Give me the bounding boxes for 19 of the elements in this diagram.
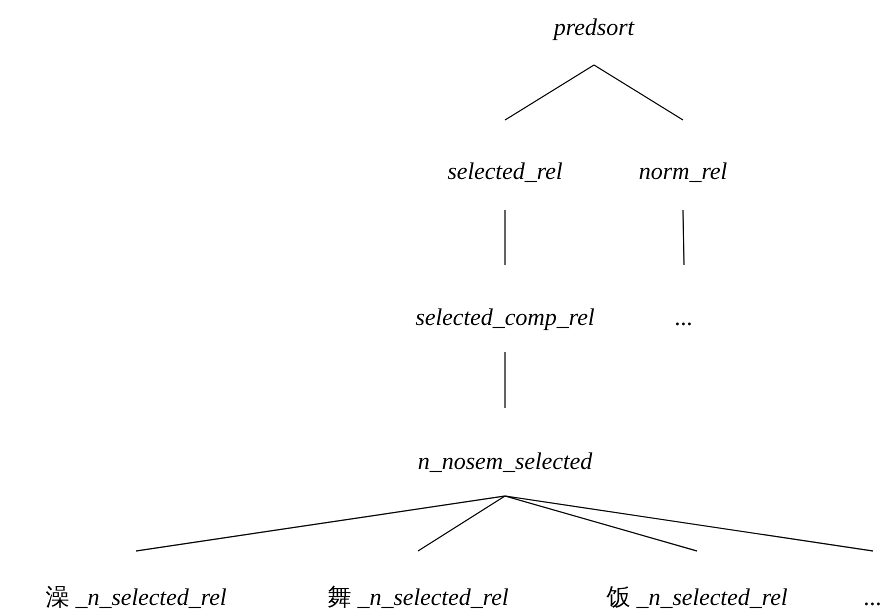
type-label: selected_rel xyxy=(447,120,563,210)
type-label: 澡 _n_selected_rel xyxy=(45,551,227,614)
tree-branch-line xyxy=(594,64,684,121)
tree-branch-line xyxy=(504,64,594,121)
type-label: ... xyxy=(675,265,693,352)
type-label: n_nosem_selected xyxy=(418,408,592,496)
tree-branch-line xyxy=(504,352,506,408)
type-label: 饭 _n_selected_rel xyxy=(606,551,788,614)
tree-branch-line xyxy=(682,210,685,266)
type-label: predsort xyxy=(554,10,634,65)
type-label: 舞 _n_selected_rel xyxy=(327,551,509,614)
type-label: norm_rel xyxy=(638,120,728,210)
tree-branch-line xyxy=(504,495,874,552)
tree-branch-line xyxy=(504,210,506,265)
tree-branch-line xyxy=(136,495,506,552)
tree-branch-line xyxy=(418,496,506,552)
tree-branch-line xyxy=(504,495,698,552)
type-label: selected_comp_rel xyxy=(415,265,595,352)
type-label: ... xyxy=(864,551,882,614)
